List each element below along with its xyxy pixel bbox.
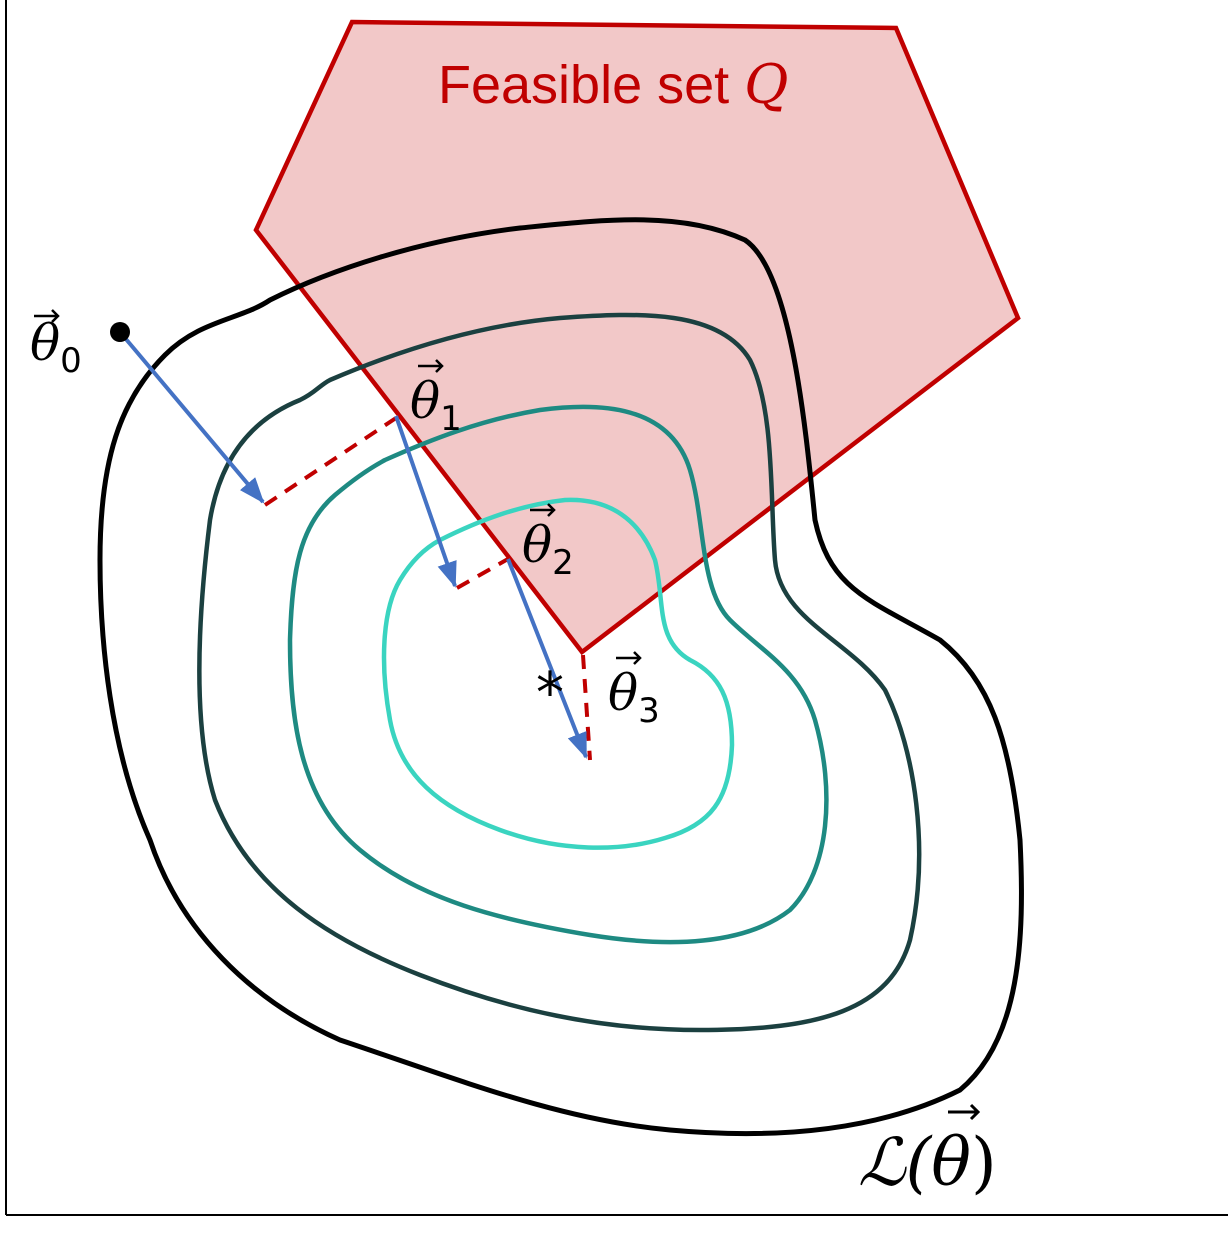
iterate-symbol-2: θ — [522, 516, 552, 574]
vector-arrow-icon-3 — [616, 651, 642, 665]
gradient-step-arrow-1 — [394, 415, 457, 588]
contour-inner — [381, 497, 735, 850]
gradient-step-arrow-2 — [506, 558, 588, 759]
iterate-subscript-0: 0 — [60, 341, 82, 381]
svg-text:θ1: θ1 — [410, 372, 462, 439]
optimum-marker: * — [536, 661, 564, 726]
iterate-label-3: θ3 — [608, 651, 660, 731]
iterate-subscript-1: 1 — [440, 399, 462, 439]
vector-arrow-icon-0 — [34, 309, 60, 323]
loss-label-prefix: ℒ( — [858, 1124, 933, 1201]
feasible-set-label-symbol: Q — [744, 53, 788, 116]
iterate-label-0: θ0 — [30, 309, 82, 381]
feasible-set-label-text: Feasible set — [438, 55, 744, 115]
svg-text:θ0: θ0 — [30, 314, 82, 381]
vector-arrow-icon-1 — [418, 359, 444, 373]
iterate-label-2: θ2 — [522, 503, 574, 583]
vector-arrow-icon-loss — [948, 1103, 981, 1121]
iterate-subscript-2: 2 — [552, 543, 574, 583]
contour-second — [197, 312, 922, 1033]
iterate-symbol-0: θ — [30, 314, 60, 372]
iterate-symbol-1: θ — [410, 372, 440, 430]
loss-label-symbol: θ — [931, 1124, 971, 1201]
iterate-subscript-3: 3 — [638, 691, 660, 731]
iterate-symbol-3: θ — [608, 664, 638, 722]
svg-text:θ3: θ3 — [608, 664, 660, 731]
projection-line-1 — [263, 416, 398, 507]
contour-third — [287, 404, 829, 945]
contour-outer — [97, 217, 1024, 1137]
feasible-set-polygon — [253, 19, 1021, 656]
iterate-label-1: θ1 — [410, 359, 462, 439]
feasible-set-label: Feasible set Q — [438, 53, 788, 116]
gradient-step-arrow-0 — [118, 330, 265, 504]
start-point-dot — [110, 322, 130, 342]
svg-text:ℒ(θ): ℒ(θ) — [858, 1124, 997, 1201]
loss-label: ℒ(θ) — [858, 1103, 997, 1201]
vector-arrow-icon-2 — [530, 503, 556, 517]
loss-label-suffix: ) — [971, 1124, 997, 1201]
svg-text:θ2: θ2 — [522, 516, 574, 583]
projection-line-3 — [581, 654, 592, 761]
projection-line-2 — [456, 557, 509, 590]
